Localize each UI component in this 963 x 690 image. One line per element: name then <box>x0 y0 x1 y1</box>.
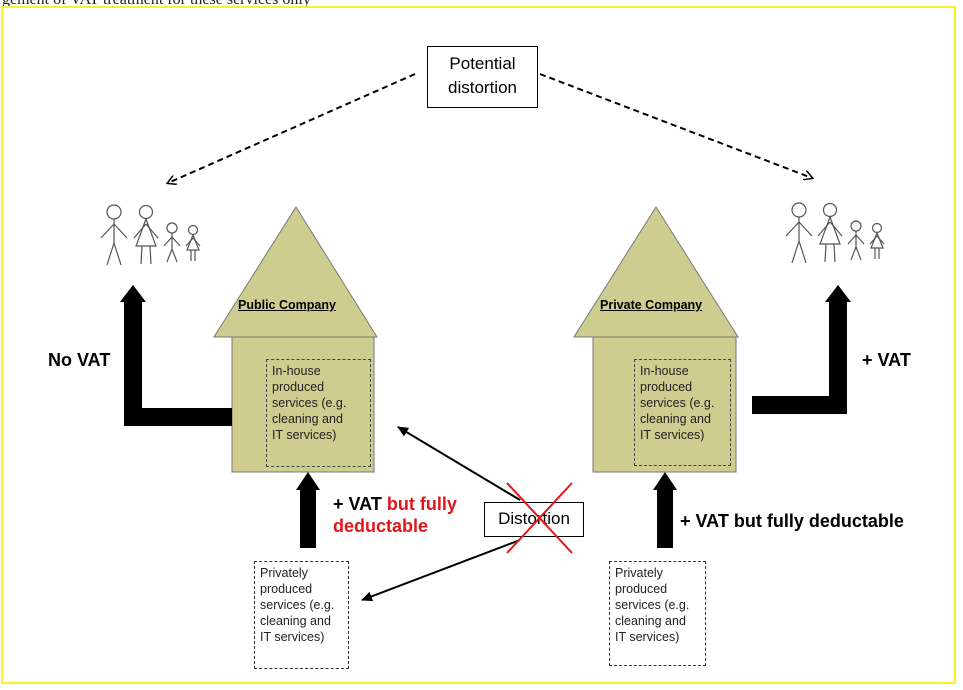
private-inhouse-services-box: In-house produced services (e.g. cleanin… <box>634 359 731 466</box>
inhouse-line: services (e.g. <box>272 396 347 410</box>
inhouse-line: IT services) <box>640 428 705 442</box>
plus-vat-arrow <box>752 285 851 414</box>
inhouse-line: In-house <box>640 364 689 378</box>
dashed-arrow-right <box>539 73 812 178</box>
private-input-arrow <box>653 472 677 548</box>
inhouse-line: cleaning and <box>272 412 343 426</box>
supplier-line: IT services) <box>260 630 325 644</box>
distortion-arrow-to-inhouse <box>397 426 521 501</box>
private-company-title: Private Company <box>600 298 703 312</box>
public-input-arrow <box>296 472 320 548</box>
potential-distortion-box: Potential distortion <box>427 46 538 108</box>
potential-line2: distortion <box>448 78 517 97</box>
supplier-line: services (e.g. <box>260 598 335 612</box>
public-company-title: Public Company <box>238 298 336 312</box>
potential-line1: Potential <box>449 54 516 73</box>
no-vat-label: No VAT <box>48 350 111 370</box>
private-input-vat-label: + VAT but fully deductable <box>680 511 904 531</box>
inhouse-line: produced <box>272 380 325 394</box>
inhouse-line: cleaning and <box>640 412 711 426</box>
public-input-vat-label: + VAT but fully deductable <box>333 493 457 537</box>
no-vat-arrow <box>120 285 232 426</box>
public-input-vat-red1: but fully <box>386 494 457 514</box>
supplier-line: Privately <box>615 566 663 580</box>
distortion-arrow-to-supplier <box>361 539 521 602</box>
supplier-line: produced <box>260 582 313 596</box>
top-caption: gement of VAT treatment for these servic… <box>2 0 311 9</box>
family-icon-left <box>100 204 201 266</box>
public-input-vat-black: + VAT <box>333 494 382 514</box>
public-input-vat-red2: deductable <box>333 516 429 536</box>
left-supplier-box: Privately produced services (e.g. cleani… <box>254 561 349 669</box>
plus-vat-label: + VAT <box>862 350 911 370</box>
inhouse-line: services (e.g. <box>640 396 715 410</box>
inhouse-line: IT services) <box>272 428 337 442</box>
public-inhouse-services-box: In-house produced services (e.g. cleanin… <box>266 359 371 467</box>
diagram-frame <box>1 6 956 684</box>
family-icon-right <box>785 202 885 264</box>
inhouse-line: produced <box>640 380 693 394</box>
supplier-line: cleaning and <box>615 614 686 628</box>
distortion-box: Distortion <box>484 502 584 537</box>
inhouse-line: In-house <box>272 364 321 378</box>
dashed-arrow-left <box>168 73 416 183</box>
right-supplier-box: Privately produced services (e.g. cleani… <box>609 561 706 666</box>
supplier-line: cleaning and <box>260 614 331 628</box>
supplier-line: services (e.g. <box>615 598 690 612</box>
supplier-line: Privately <box>260 566 308 580</box>
supplier-line: IT services) <box>615 630 680 644</box>
supplier-line: produced <box>615 582 668 596</box>
